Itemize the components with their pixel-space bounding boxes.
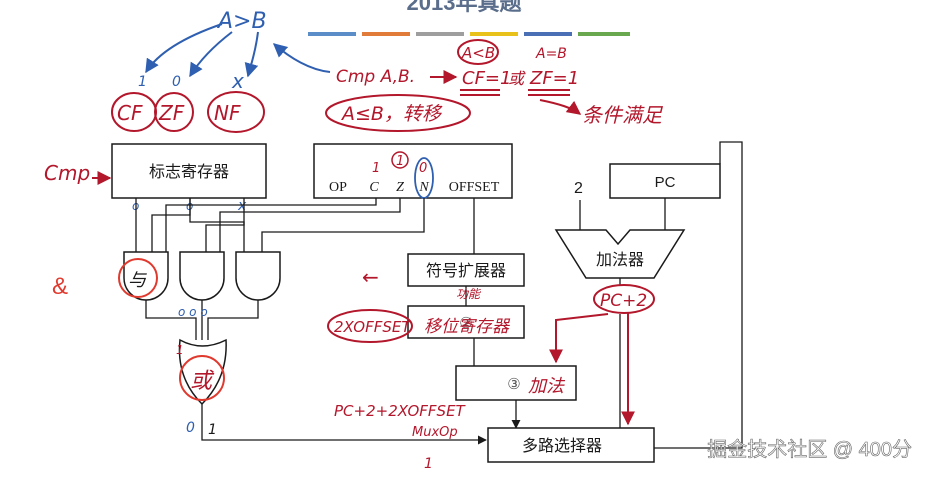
and-gate-3 xyxy=(235,251,281,301)
flag-circles xyxy=(111,91,265,133)
stripe-4 xyxy=(470,32,518,36)
times2-circle xyxy=(327,309,413,343)
arrow-left-annotation: ← xyxy=(362,265,379,289)
or-gate xyxy=(178,338,227,406)
annotation-a-eq-b: A=B xyxy=(535,46,567,62)
and-gate-1-annotation-circle xyxy=(118,258,158,298)
annotation-cmp-left: Cmp xyxy=(44,161,90,185)
muxop-one-annotation: 1 xyxy=(424,456,433,472)
a-le-b-circle xyxy=(325,94,471,132)
const-2-label: 2 xyxy=(574,180,583,197)
annotation-top-x: x xyxy=(231,69,244,93)
top-adder-shape xyxy=(554,229,686,279)
func-annotation: 功能 xyxy=(456,287,482,301)
bit-z-value: 1 xyxy=(396,154,404,169)
flag-zf-label: ZF xyxy=(158,101,185,125)
or-gate-annotation-circle xyxy=(179,355,225,401)
sign-extender-box xyxy=(407,253,525,287)
annotation-or-text: 或 xyxy=(508,69,526,88)
and-gates xyxy=(123,251,281,301)
page-title: 2013年真题 xyxy=(407,0,523,15)
shift-register-box xyxy=(407,305,525,339)
and-gate-2 xyxy=(179,251,225,301)
arrow-cmp-agtb xyxy=(272,43,331,73)
stripe-2 xyxy=(362,32,410,36)
watermark: 掘金技术社区 @ 400分 xyxy=(707,438,912,461)
instr-op-label: OP xyxy=(329,180,347,195)
instr-z-label: Z xyxy=(396,180,404,195)
logic-wires xyxy=(135,198,487,445)
instr-offset-label: OFFSET xyxy=(449,180,500,195)
annotation-top-1: 1 xyxy=(138,74,147,90)
annotation-a-le-b: A≤B，转移 xyxy=(340,103,443,125)
stripe-5 xyxy=(524,32,572,36)
mux-box xyxy=(487,427,655,463)
annotation-condition-met: 条件满足 xyxy=(582,103,664,127)
instruction-register-box xyxy=(313,143,513,199)
pc-expr-annotation: PC+2+2XOFFSET xyxy=(334,402,467,420)
annotation-cmp-ab: Cmp A,B. xyxy=(336,67,415,87)
lower-adder-annotation: 加法 xyxy=(528,376,566,397)
or-input-1: 1 xyxy=(176,343,184,357)
ampersand-label: & xyxy=(52,273,68,300)
mux-input-one-mark: 1 xyxy=(208,422,217,438)
bit-c-value: 1 xyxy=(372,161,380,176)
flag-register-label: 标志寄存器 xyxy=(149,163,229,181)
and-gate-1-annotation: 与 xyxy=(128,270,147,291)
shift-register-annotation: 移位寄存器 xyxy=(424,317,511,337)
sign-extender-label: 符号扩展器 xyxy=(426,262,506,280)
zf-circle xyxy=(154,92,194,132)
mux-label: 多路选择器 xyxy=(522,437,602,455)
nf-circle xyxy=(207,91,265,133)
stripe-1 xyxy=(308,32,356,36)
lower-adder-circle-label: ③ xyxy=(507,376,520,393)
annotation-cf-eq: CF=1 xyxy=(462,68,511,89)
instr-c-label: C xyxy=(369,180,379,195)
flag-nf-label: NF xyxy=(214,101,241,125)
annotation-agtb-group: A>B 1 0 x xyxy=(138,9,331,93)
arrow-to-condition xyxy=(539,99,582,115)
pc-plus2-annotation: PC+2 xyxy=(600,291,647,311)
flag-register-box xyxy=(111,143,267,199)
annotation-a-lt-b: A<B xyxy=(461,44,495,62)
arrow-agtb-zf xyxy=(189,31,233,78)
instr-n-label: N xyxy=(418,180,429,195)
times2-annotation: 2XOFFSET xyxy=(334,318,412,336)
header-color-stripes xyxy=(308,32,630,36)
bit-n-value: 0 xyxy=(419,161,427,176)
stripe-6 xyxy=(578,32,630,36)
flag-cf-label: CF xyxy=(117,101,143,125)
arrow-agtb-nf xyxy=(244,31,259,78)
and-output-dots: o o o xyxy=(178,305,208,319)
annotation-top-0: 0 xyxy=(172,74,181,90)
wire-pc-feedback xyxy=(654,141,743,449)
annotation-zf-eq: ZF=1 xyxy=(529,68,579,89)
pc-label: PC xyxy=(655,174,676,191)
or-gate-annotation: 或 xyxy=(190,369,215,394)
annotation-a-gt-b: A>B xyxy=(216,9,267,34)
pc2-routing xyxy=(549,313,635,426)
a-lt-b-circle xyxy=(457,39,499,65)
mux-input-zero-mark: 0 xyxy=(186,420,195,436)
shift-register-circle-label: ② xyxy=(459,315,472,332)
top-adder-label: 加法器 xyxy=(596,251,644,269)
arrow-agtb-cf xyxy=(145,23,223,74)
pc-plus2-circle xyxy=(593,284,655,314)
reg-out-x: x xyxy=(237,198,247,214)
stripe-3 xyxy=(416,32,464,36)
lower-adder-box xyxy=(455,365,577,401)
muxop-annotation: MuxOp xyxy=(412,425,458,440)
bit-z-circle xyxy=(391,151,409,169)
and-gate-1 xyxy=(123,251,169,301)
